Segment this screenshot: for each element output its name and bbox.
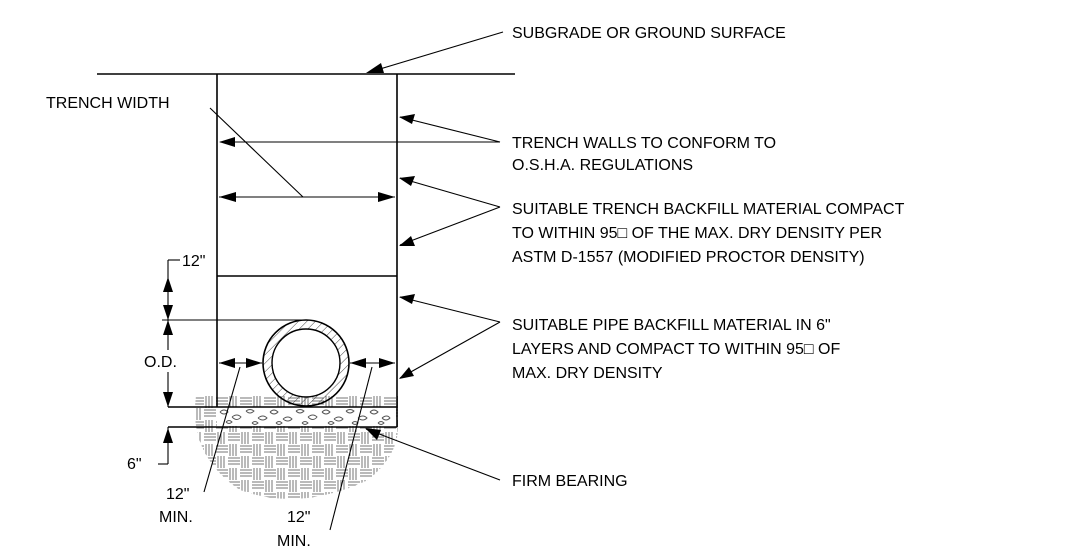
label-min-left-value: 12"	[166, 486, 189, 503]
label-backfill-line3: ASTM D-1557 (MODIFIED PROCTOR DENSITY)	[512, 249, 865, 266]
label-walls-line2: O.S.H.A. REGULATIONS	[512, 157, 693, 174]
label-dim-6: 6"	[127, 456, 142, 473]
label-pipe-line3: MAX. DRY DENSITY	[512, 365, 663, 382]
dim-min-left	[203, 358, 262, 493]
label-firm-bearing: FIRM BEARING	[512, 473, 628, 490]
pipe-section	[262, 319, 350, 407]
label-pipe-line1: SUITABLE PIPE BACKFILL MATERIAL IN 6"	[512, 317, 831, 334]
dim-od	[163, 320, 173, 407]
leader-pipe-backfill	[399, 294, 501, 379]
dim-min-right	[329, 358, 395, 531]
label-min-left-unit: MIN.	[159, 509, 193, 526]
trench-width-dimension	[209, 107, 395, 202]
label-subgrade: SUBGRADE OR GROUND SURFACE	[512, 25, 786, 42]
dim-6	[158, 427, 173, 465]
label-min-right-value: 12"	[287, 509, 310, 526]
label-trench-width: TRENCH WIDTH	[46, 95, 170, 112]
label-pipe-line2: LAYERS AND COMPACT TO WITHIN 95□ OF	[512, 341, 840, 358]
dim-12-top	[163, 259, 180, 320]
gravel-bedding-layer	[217, 407, 396, 426]
label-dim-12-top: 12"	[182, 253, 205, 270]
label-dim-od: O.D.	[144, 354, 177, 371]
label-backfill-line2: TO WITHIN 95□ OF THE MAX. DRY DENSITY PE…	[512, 225, 882, 242]
label-min-right-unit: MIN.	[277, 533, 311, 550]
leader-subgrade	[366, 31, 504, 73]
leader-trench-walls	[219, 114, 501, 147]
leader-firm-bearing	[365, 428, 501, 481]
leader-backfill	[399, 176, 501, 246]
label-backfill-line1: SUITABLE TRENCH BACKFILL MATERIAL COMPAC…	[512, 201, 905, 218]
label-walls-line1: TRENCH WALLS TO CONFORM TO	[512, 135, 776, 152]
